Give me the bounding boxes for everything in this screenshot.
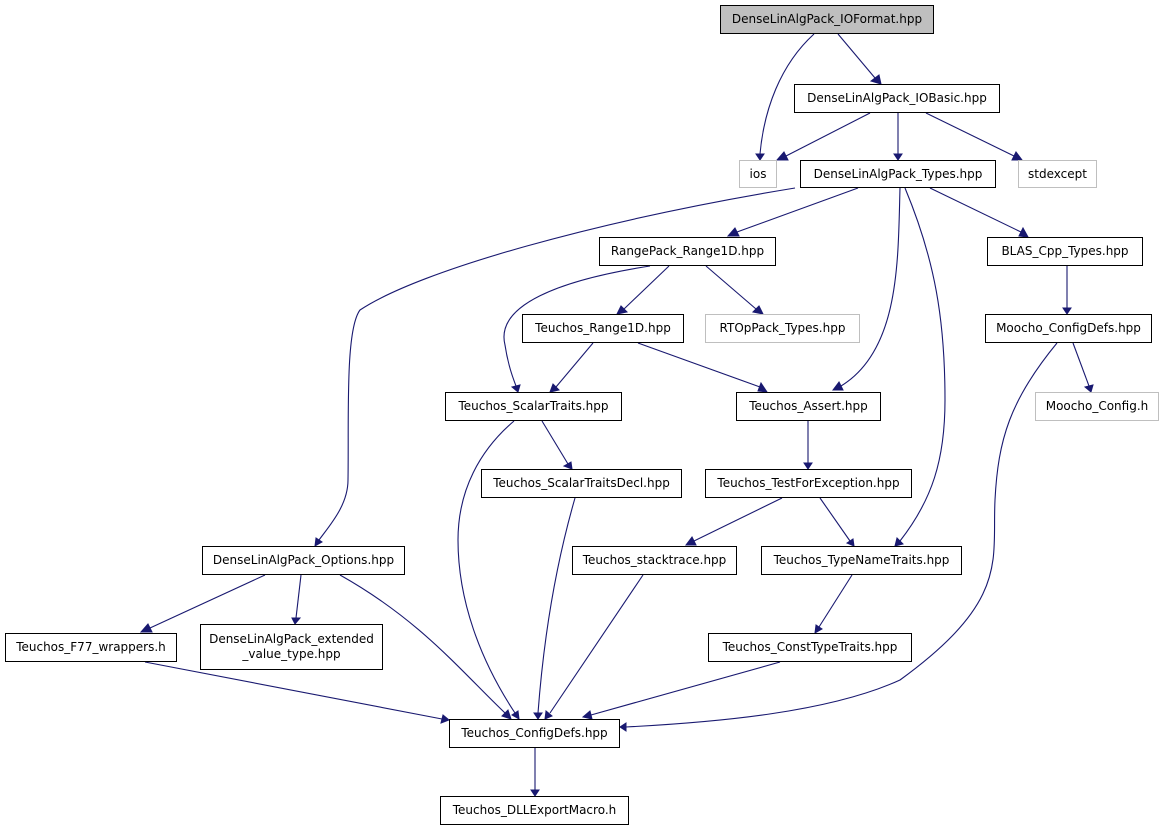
node-ios: ios <box>739 160 777 188</box>
edge-scalartraits-teuchos-configdefs <box>457 420 520 720</box>
edge-moocho-configdefs-moocho-config <box>1072 342 1094 393</box>
node-teuchos-consttypetraits[interactable]: Teuchos_ConstTypeTraits.hpp <box>708 633 912 662</box>
arrowhead-icon <box>685 536 697 546</box>
arrowhead-icon <box>440 714 450 724</box>
edge-consttypetraits-teuchos-configdefs <box>581 661 781 720</box>
edge-iobasic-stdexcept <box>925 112 1023 161</box>
arrowhead-icon <box>1083 384 1094 393</box>
edge-types-blas <box>929 187 1029 238</box>
arrowhead-icon <box>139 623 153 633</box>
arrowhead-icon <box>1062 307 1072 315</box>
arrowhead-icon <box>726 227 740 237</box>
edge-types-typenametraits <box>894 187 946 547</box>
edge-stacktrace-teuchos-configdefs <box>544 574 644 720</box>
arrowhead-icon <box>845 538 855 547</box>
node-stdexcept: stdexcept <box>1018 160 1097 188</box>
arrowhead-icon <box>533 712 543 720</box>
arrowhead-icon <box>1018 226 1029 238</box>
node-moocho-config: Moocho_Config.h <box>1035 392 1159 421</box>
edge-options-teuchos-configdefs <box>339 574 512 720</box>
node-teuchos-dllexportmacro[interactable]: Teuchos_DLLExportMacro.h <box>440 796 629 825</box>
arrowhead-icon <box>757 381 769 393</box>
arrowhead-icon <box>869 74 882 85</box>
edge-testforexception-typenametraits <box>819 497 855 547</box>
arrowhead-icon <box>832 381 844 391</box>
edge-range1d-teuchos-range1d <box>616 265 670 315</box>
edge-moocho-configdefs-teuchos-configdefs <box>619 342 1058 732</box>
arrowhead-icon <box>814 624 823 634</box>
node-blas-cpp-types[interactable]: BLAS_Cpp_Types.hpp <box>987 237 1143 266</box>
arrowhead-icon <box>314 537 323 547</box>
node-rangepack-range1d[interactable]: RangePack_Range1D.hpp <box>599 237 776 266</box>
node-rtoppack-types: RTOpPack_Types.hpp <box>705 314 860 343</box>
edge-typenametraits-consttypetraits <box>814 574 853 634</box>
node-teuchos-scalartraits[interactable]: Teuchos_ScalarTraits.hpp <box>445 392 622 421</box>
edge-blas-moocho-configdefs <box>1062 266 1072 315</box>
edge-types-range1d <box>726 187 859 237</box>
node-teuchos-configdefs[interactable]: Teuchos_ConfigDefs.hpp <box>449 719 620 748</box>
edge-teuchos-range1d-scalartraits <box>549 342 594 393</box>
edge-teuchos-range1d-assert <box>637 342 769 393</box>
arrowhead-icon <box>511 710 520 720</box>
edge-types-assert <box>832 187 901 391</box>
arrowhead-icon <box>544 710 553 720</box>
edge-ioformat-ios <box>755 33 815 161</box>
node-teuchos-scalartraitsdecl[interactable]: Teuchos_ScalarTraitsDecl.hpp <box>481 469 682 498</box>
node-teuchos-testforexception[interactable]: Teuchos_TestForException.hpp <box>705 469 912 498</box>
node-denselinalgpack-extended-value-type[interactable]: DenseLinAlgPack_extended _value_type.hpp <box>200 624 383 670</box>
arrowhead-icon <box>562 461 573 470</box>
arrowhead-icon <box>751 305 764 315</box>
edge-iobasic-ios <box>775 112 871 161</box>
edge-scalartraitsdecl-teuchos-configdefs <box>533 497 576 720</box>
edge-iobasic-types <box>893 113 903 161</box>
arrowhead-icon <box>775 151 789 161</box>
node-denselinalgpack-ioformat: DenseLinAlgPack_IOFormat.hpp <box>720 5 934 34</box>
node-denselinalgpack-options[interactable]: DenseLinAlgPack_Options.hpp <box>202 546 405 575</box>
arrowhead-icon <box>619 722 627 732</box>
arrowhead-icon <box>1011 151 1023 161</box>
arrowhead-icon <box>510 384 521 393</box>
edge-types-options <box>314 187 796 547</box>
edge-range1d-rtop <box>705 265 764 315</box>
node-teuchos-assert[interactable]: Teuchos_Assert.hpp <box>736 392 881 421</box>
node-moocho-configdefs[interactable]: Moocho_ConfigDefs.hpp <box>985 314 1152 343</box>
node-denselinalgpack-types[interactable]: DenseLinAlgPack_Types.hpp <box>800 160 996 188</box>
edge-assert-testforexception <box>803 421 813 470</box>
arrowhead-icon <box>893 153 903 161</box>
arrowhead-icon <box>549 383 560 393</box>
edge-scalartraits-scalartraitsdecl <box>541 420 573 470</box>
node-teuchos-typenametraits[interactable]: Teuchos_TypeNameTraits.hpp <box>761 546 962 575</box>
edge-teuchos-configdefs-dllexport <box>530 748 540 797</box>
arrowhead-icon <box>581 710 593 720</box>
edge-options-extended <box>291 574 302 625</box>
node-teuchos-range1d[interactable]: Teuchos_Range1D.hpp <box>522 314 684 343</box>
edge-ioformat-iobasic <box>837 33 882 85</box>
arrowhead-icon <box>803 462 813 470</box>
arrowhead-icon <box>291 617 302 625</box>
arrowhead-icon <box>616 305 629 315</box>
arrowhead-icon <box>755 153 765 161</box>
edge-range1d-scalartraits <box>503 265 651 393</box>
arrowhead-icon <box>530 789 540 797</box>
node-teuchos-stacktrace[interactable]: Teuchos_stacktrace.hpp <box>572 546 737 575</box>
arrowhead-icon <box>501 709 512 720</box>
edge-f77-teuchos-configdefs <box>144 661 450 724</box>
node-teuchos-f77-wrappers[interactable]: Teuchos_F77_wrappers.h <box>5 633 177 662</box>
edge-options-f77 <box>139 574 266 633</box>
arrowhead-icon <box>894 537 904 547</box>
edge-testforexception-stacktrace <box>685 497 783 546</box>
node-denselinalgpack-iobasic[interactable]: DenseLinAlgPack_IOBasic.hpp <box>794 84 1000 113</box>
